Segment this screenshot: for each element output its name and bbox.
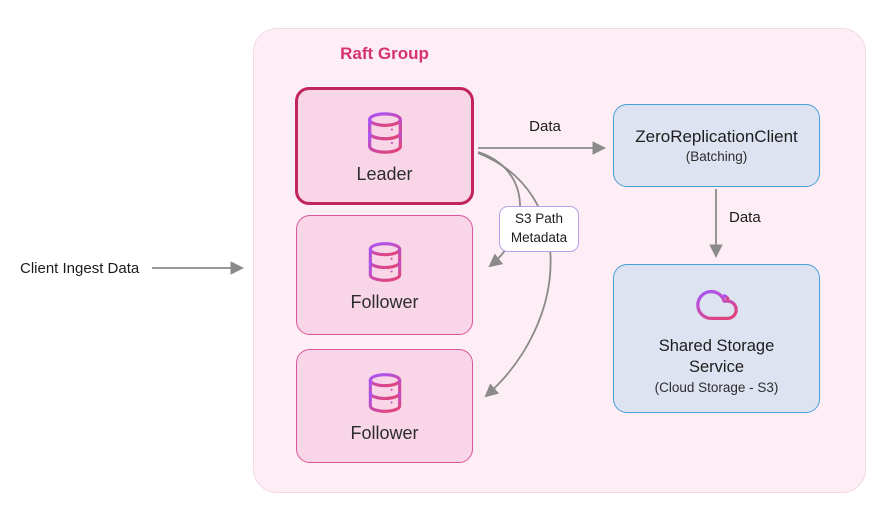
database-icon (362, 108, 408, 158)
shared-storage-title: Shared Storage Service (658, 336, 775, 376)
cloud-icon (689, 282, 745, 328)
database-icon (363, 369, 407, 417)
zero-replication-client-title: ZeroReplicationClient (635, 127, 798, 146)
database-icon (363, 238, 407, 286)
zero-replication-client-node: ZeroReplicationClient (Batching) (613, 104, 820, 187)
shared-storage-node: Shared Storage Service (Cloud Storage - … (613, 264, 820, 413)
leader-node: Leader (295, 87, 474, 205)
follower-label: Follower (350, 422, 419, 443)
follower-node-2: Follower (296, 349, 473, 463)
edge-label-s3-path-metadata: S3 Path Metadata (499, 206, 579, 252)
follower-label: Follower (350, 291, 419, 312)
edge-label-data-vertical: Data (729, 209, 761, 226)
client-ingest-label: Client Ingest Data (20, 260, 140, 277)
leader-label: Leader (356, 163, 413, 184)
shared-storage-subtitle: (Cloud Storage - S3) (654, 380, 779, 396)
raft-group-title: Raft Group (340, 44, 429, 63)
follower-node-1: Follower (296, 215, 473, 335)
zero-replication-client-subtitle: (Batching) (685, 149, 748, 164)
edge-label-data-horizontal: Data (529, 118, 561, 135)
